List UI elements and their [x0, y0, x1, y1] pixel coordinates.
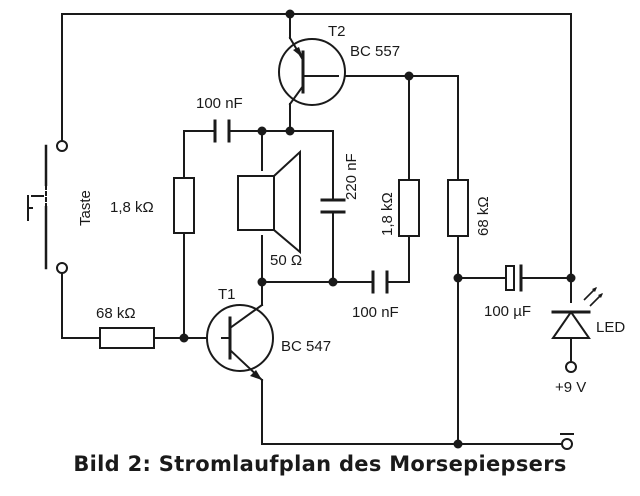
resistor-right-label: 68 kΩ	[475, 196, 492, 236]
wires	[61, 13, 572, 445]
led-label: LED	[596, 319, 625, 336]
speaker-label: 50 Ω	[270, 252, 302, 269]
resistor-left	[173, 177, 195, 234]
resistor-left-label: 1,8 kΩ	[110, 199, 154, 216]
capacitor-top-label: 100 nF	[196, 95, 243, 112]
transistor-t1	[206, 303, 274, 382]
resistor-right	[447, 179, 469, 237]
led-icon	[551, 287, 603, 339]
capacitor-top	[213, 119, 231, 143]
ground-terminal	[560, 433, 574, 450]
capacitor-led	[505, 264, 523, 292]
resistor-right-mid	[398, 179, 420, 237]
capacitor-led-label: 100 µF	[484, 303, 531, 320]
speaker-icon	[237, 149, 301, 255]
figure-caption: Bild 2: Stromlaufplan des Morsepiepsers	[73, 452, 567, 476]
t1-type: BC 547	[281, 338, 331, 355]
capacitor-bottom	[371, 270, 389, 294]
resistor-base	[99, 327, 155, 349]
capacitor-speaker	[320, 198, 346, 214]
junctions	[179, 9, 576, 449]
t2-name: T2	[328, 23, 346, 40]
switch-label: Taste	[77, 190, 94, 226]
supply-terminal	[565, 361, 577, 373]
supply-label: +9 V	[555, 379, 586, 396]
capacitor-bottom-label: 100 nF	[352, 304, 399, 321]
switch-icon	[27, 140, 68, 274]
resistor-right-mid-label: 1,8 kΩ	[379, 192, 396, 236]
t2-type: BC 557	[350, 43, 400, 60]
capacitor-speaker-label: 220 nF	[343, 153, 360, 200]
transistor-t2	[278, 23, 346, 106]
resistor-base-label: 68 kΩ	[96, 305, 136, 322]
t1-name: T1	[218, 286, 236, 303]
